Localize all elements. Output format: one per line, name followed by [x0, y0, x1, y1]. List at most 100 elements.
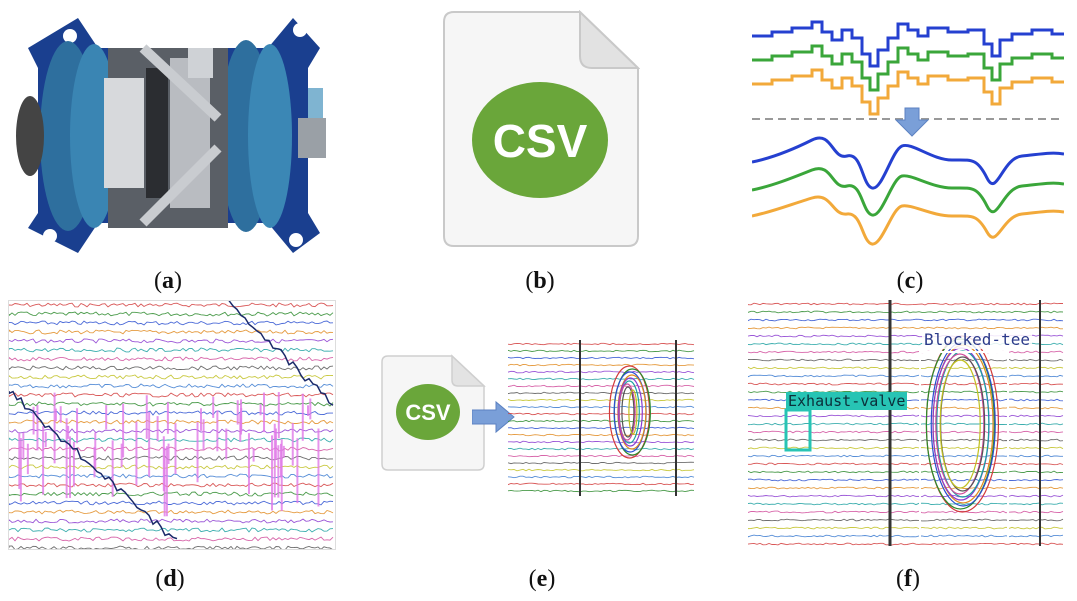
csv-badge: [472, 82, 608, 198]
signal-trace: [9, 338, 334, 344]
panel-c-waveform-smoothing: [752, 10, 1064, 250]
panel-b-csv-file: CSV: [440, 10, 640, 248]
signal-trace: [508, 405, 695, 409]
signal-trace: [508, 482, 695, 486]
signal-trace: [508, 363, 695, 367]
signal-trace: [748, 430, 1064, 434]
signal-trace: [748, 358, 1064, 362]
caption-d: (d): [155, 566, 185, 592]
signal-trace: [9, 518, 334, 524]
panel-e-csv-to-image: CSV: [380, 354, 488, 472]
signal-trace: [508, 356, 695, 360]
caption-a: (a): [154, 268, 182, 294]
converted-signal-image: [508, 340, 695, 496]
defect-signature: [628, 389, 638, 435]
signal-trace: [748, 478, 1064, 482]
raw-wave-green: [752, 44, 1064, 92]
signal-trace: [748, 470, 1064, 474]
blocked-tee-label: Blocked-tee: [922, 330, 1032, 349]
defect-signature: [608, 365, 651, 459]
signal-trace: [9, 347, 334, 353]
signal-trace: [748, 462, 1064, 466]
right-arrow-icon: [472, 400, 516, 434]
exhaust-valve-label: Exhaust-valve: [786, 392, 908, 410]
defect-signature: [621, 386, 635, 438]
signal-trace: [748, 494, 1064, 498]
signal-trace: [9, 509, 334, 515]
csv-label-small: CSV: [405, 400, 451, 425]
blocked-tee-box: [919, 351, 1009, 543]
caption-c: (c): [896, 268, 924, 294]
signal-trace: [508, 461, 695, 465]
signal-trace: [508, 454, 695, 458]
signal-trace: [748, 510, 1064, 514]
csv-file-icon: CSV: [443, 10, 640, 247]
signal-trace: [748, 414, 1064, 418]
signal-trace: [9, 527, 334, 533]
panel-a-device-photo: [8, 8, 328, 260]
signal-trace: [748, 366, 1064, 370]
signal-trace: [508, 426, 695, 430]
signal-trace: [508, 349, 695, 353]
defect-signature: [617, 377, 643, 447]
signal-trace: [748, 382, 1064, 386]
raw-signal-plot: [9, 301, 334, 549]
signal-trace: [9, 419, 334, 425]
signal-trace: [748, 422, 1064, 426]
signal-trace: [9, 311, 334, 317]
signal-trace: [9, 410, 333, 416]
caption-f: (f): [896, 566, 920, 592]
signal-trace: [748, 310, 1064, 314]
signal-trace: [9, 329, 334, 335]
signal-trace: [9, 473, 334, 479]
signal-trace: [9, 374, 334, 380]
defect-signature: [618, 383, 636, 441]
signal-trace: [508, 440, 695, 444]
signal-trace: [9, 437, 334, 443]
signal-trace: [9, 464, 334, 470]
down-arrow-icon: [894, 107, 930, 137]
csv-file-icon-small: CSV: [381, 354, 486, 471]
signal-trace: [9, 365, 334, 371]
signal-trace: [9, 401, 334, 407]
caption-b: (b): [525, 268, 555, 294]
signal-trace: [508, 370, 695, 374]
signal-trace: [9, 545, 333, 549]
signal-trace: [748, 302, 1064, 306]
defect-signature: [939, 359, 981, 489]
panel-f-detection-result: Blocked-tee Exhaust-valve: [748, 300, 1064, 546]
signal-trace: [9, 392, 334, 398]
signal-trace: [748, 502, 1064, 506]
defect-signature: [935, 353, 985, 495]
signal-trace: [748, 438, 1064, 442]
signal-trace: [748, 454, 1063, 458]
diagonal-artifact: [9, 390, 178, 540]
raw-wave-blue: [752, 20, 1064, 68]
signal-trace: [9, 482, 334, 488]
caption-e: (e): [528, 566, 556, 592]
signal-trace: [508, 475, 695, 479]
signal-trace: [748, 318, 1064, 322]
signal-trace: [748, 446, 1064, 450]
signal-trace: [508, 342, 695, 346]
signal-trace: [508, 419, 695, 423]
csv-label: CSV: [493, 115, 588, 167]
signal-trace: [508, 412, 695, 416]
smooth-wave-blue: [752, 136, 1064, 190]
pig-device-image: [16, 18, 326, 253]
signal-trace: [9, 356, 334, 362]
signal-trace: [9, 383, 334, 389]
signal-trace: [748, 542, 1064, 546]
diagonal-artifact: [228, 301, 334, 406]
signal-trace: [748, 350, 1064, 354]
signal-trace: [748, 486, 1064, 490]
signal-trace: [9, 491, 334, 497]
signal-trace: [508, 398, 695, 402]
smooth-wave-green: [752, 167, 1064, 217]
signal-trace: [508, 489, 695, 493]
signal-trace: [508, 447, 695, 451]
signal-trace: [508, 391, 695, 395]
waveform-diagram: [752, 20, 1064, 246]
smooth-wave-orange: [752, 195, 1064, 246]
signal-trace: [9, 536, 334, 542]
